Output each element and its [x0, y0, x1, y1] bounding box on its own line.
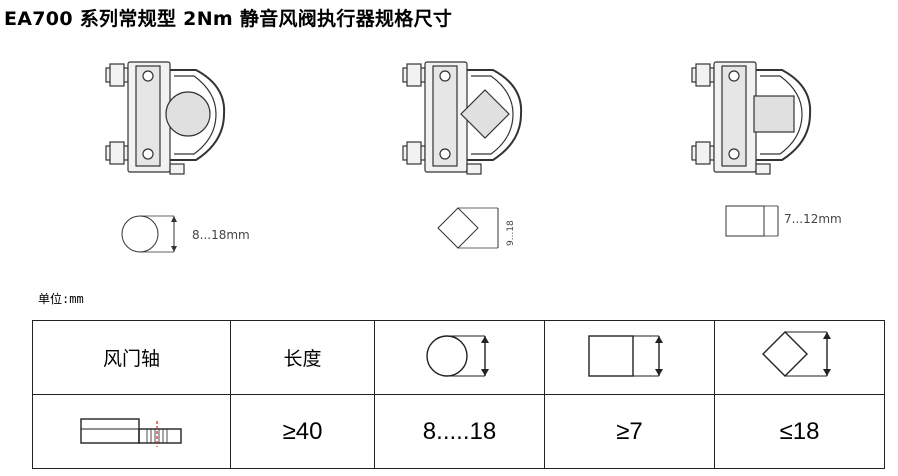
table-header-row: 风门轴 长度 [32, 320, 885, 395]
value-square: ≥7 [544, 394, 715, 469]
round-shaft-dimension-icon [121, 215, 177, 253]
value-round-text: 8.....18 [422, 417, 497, 445]
clamp-diamond-shaft-icon [402, 61, 523, 175]
square-shaft-dimension-icon [725, 205, 779, 237]
header-round [374, 320, 545, 395]
clamp-square-shaft-icon [691, 61, 812, 175]
value-length: ≥40 [230, 394, 375, 469]
value-length-text: ≥40 [282, 417, 323, 445]
page-title: EA700 系列常规型 2Nm 静音风阀执行器规格尺寸 [4, 8, 453, 30]
unit-label: 单位:mm [38, 292, 84, 306]
value-round: 8.....18 [374, 394, 545, 469]
value-shaft [32, 394, 231, 469]
square-shaft-label: 7...12mm [784, 212, 842, 226]
value-diamond: ≤18 [714, 394, 885, 469]
diamond-shaft-icon [761, 330, 831, 377]
header-shaft: 风门轴 [32, 320, 231, 395]
round-shaft-icon [425, 334, 489, 377]
header-diamond [714, 320, 885, 395]
diamond-shaft-label: 9...18 [506, 220, 516, 246]
header-square [544, 320, 715, 395]
header-length: 长度 [230, 320, 375, 395]
diamond-shaft-dimension-icon [437, 207, 499, 249]
value-square-text: ≥7 [616, 417, 643, 445]
value-diamond-text: ≤18 [779, 417, 820, 445]
shaft-length-icon [79, 417, 182, 447]
spec-table: 风门轴 长度 [32, 320, 885, 469]
square-shaft-icon [587, 334, 663, 377]
header-length-label: 长度 [283, 348, 322, 370]
clamp-round-shaft-icon [105, 61, 226, 175]
table-value-row: ≥40 8.....18 ≥7 ≤18 [32, 394, 885, 469]
round-shaft-label: 8...18mm [192, 228, 250, 242]
header-shaft-label: 风门轴 [102, 348, 160, 370]
